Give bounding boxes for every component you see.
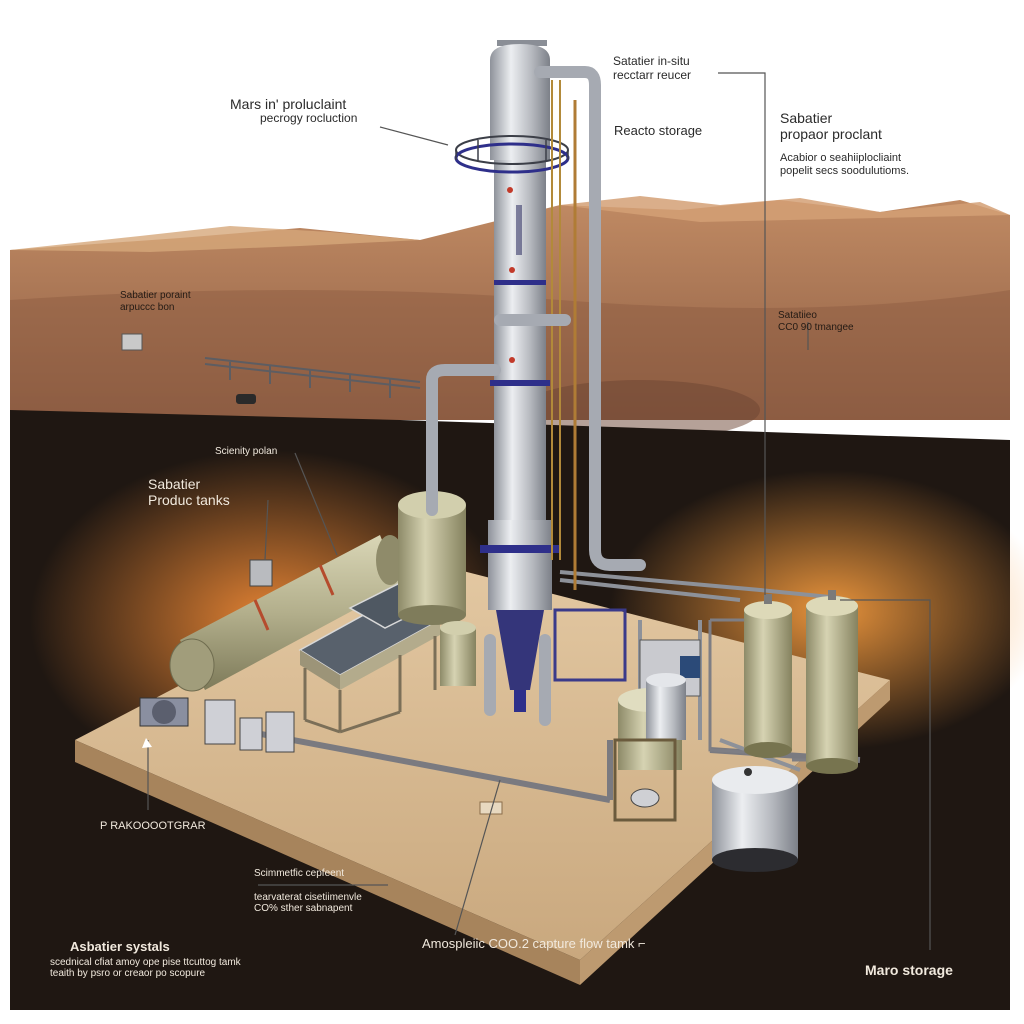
label-scienity-polan: Scienity polan: [215, 446, 278, 457]
label-bottom-left: Asbatier systals scednical cfiat amoy op…: [50, 939, 241, 980]
label-mid-left: Sabatier poraint arpuccc bon: [120, 290, 191, 313]
label-mid-right: Satatiieo CC0 90 tmangee: [778, 310, 854, 333]
label-scientific: Scimmetfic cepfeent tearvaterat cisetiim…: [254, 868, 362, 914]
label-bottom-center: Amospleiic COO.2 capture flow tamk ⌐: [422, 936, 646, 951]
platform-sign: [479, 801, 503, 815]
label-reacto-storage: Reacto storage: [614, 123, 703, 138]
distant-module: [121, 333, 143, 351]
reactor-tower: [454, 40, 570, 712]
label-top-right: Sabatier propaor proclant Acabior o seah…: [780, 110, 910, 177]
label-top-center: Satatier in-situ recctarr reucer: [613, 54, 692, 82]
horizontal-tank: [169, 535, 404, 692]
storage-tanks-right: [708, 590, 858, 774]
main-piping: [426, 66, 646, 726]
label-bottom-right: Maro storage: [865, 962, 953, 978]
distant-pipeline: [204, 357, 421, 398]
label-left-ground: P RAKOOOOTGRAR: [100, 820, 206, 832]
left-equipment: [139, 559, 295, 753]
arrowhead-left: [142, 738, 152, 748]
label-top-left: Mars in' proluclaint pecrogy rocluction: [230, 96, 358, 126]
leader-lines: [147, 72, 931, 950]
front-silver-tanks: [613, 673, 798, 872]
distant-rover: [236, 394, 256, 404]
label-product-tanks: Sabatier Produc tanks: [148, 476, 230, 509]
vertical-olive-tank: [398, 491, 476, 686]
